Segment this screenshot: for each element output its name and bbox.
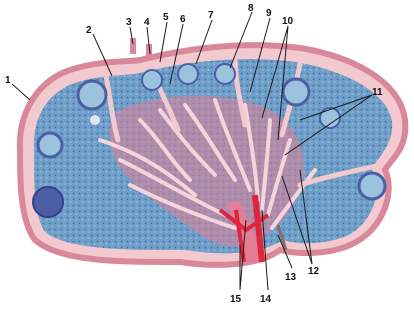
label-12: 12 [308, 266, 320, 277]
label-13: 13 [285, 272, 297, 283]
label-8: 8 [248, 3, 254, 14]
follicle [215, 64, 235, 84]
label-10: 10 [282, 16, 294, 27]
follicle [142, 70, 162, 90]
follicle [38, 133, 62, 157]
follicle [178, 64, 198, 84]
label-11: 11 [372, 87, 383, 98]
label-9: 9 [266, 8, 272, 19]
follicle [33, 187, 63, 217]
label-6: 6 [180, 14, 186, 25]
follicle [283, 79, 309, 105]
label-3: 3 [126, 17, 132, 28]
label-7: 7 [208, 10, 214, 21]
label-1: 1 [5, 75, 11, 86]
follicle [320, 108, 340, 128]
label-15: 15 [230, 294, 242, 305]
label-4: 4 [144, 17, 150, 28]
label-5: 5 [163, 12, 169, 23]
label-2: 2 [86, 25, 92, 36]
label-14: 14 [260, 294, 272, 305]
follicle [78, 81, 106, 109]
follicle [90, 115, 100, 125]
follicle [359, 173, 385, 199]
